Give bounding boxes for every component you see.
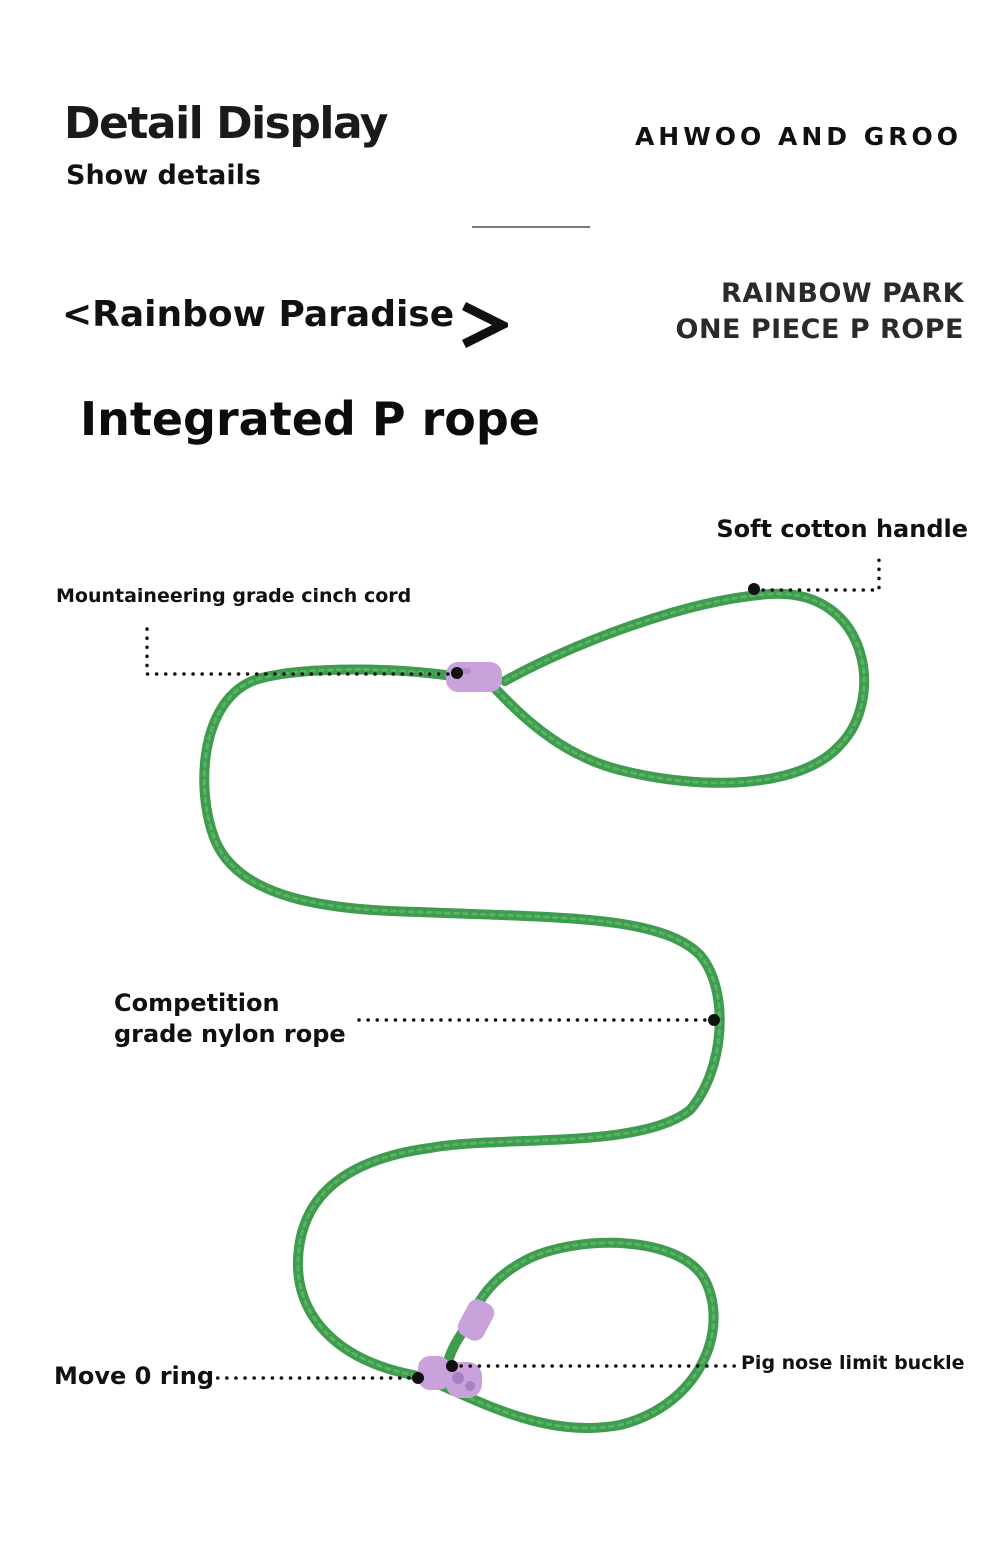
product-heading: Integrated P rope (80, 392, 540, 446)
callout-label-handle: Soft cotton handle (716, 515, 968, 543)
callout-line-handle (752, 558, 881, 592)
callout-lines (145, 558, 881, 1380)
series-name: <Rainbow Paradise (62, 294, 455, 335)
callout-dot-cinch (451, 667, 463, 679)
limit-buckle (457, 1299, 495, 1341)
callout-label-ring: Move 0 ring (54, 1362, 215, 1390)
callout-line-cinch (145, 624, 459, 676)
product-name: RAINBOW PARK ONE PIECE P ROPE (676, 276, 965, 348)
divider (472, 226, 590, 228)
product-name-line1: RAINBOW PARK (721, 278, 964, 309)
product-name-line2: ONE PIECE P ROPE (675, 314, 964, 345)
callout-label-buckle: Pig nose limit buckle (741, 1352, 965, 1374)
callout-label-cinch: Mountaineering grade cinch cord (56, 585, 412, 607)
callout-label-nylon-line2: grade nylon rope (114, 1020, 346, 1048)
callout-dot-handle (748, 583, 760, 595)
rope-highlight (202, 592, 866, 1430)
callout-dot-nylon (708, 1014, 720, 1026)
callout-label-nylon: Competition grade nylon rope (114, 988, 346, 1050)
callout-dots (412, 583, 760, 1384)
brand-name: AHWOO AND GROO (634, 122, 962, 151)
page-title: Detail Display (64, 98, 388, 149)
callout-dot-buckle (446, 1360, 458, 1372)
page-subtitle: Show details (66, 160, 261, 191)
chevron-right-icon (461, 301, 508, 349)
callout-dot-ring (412, 1372, 424, 1384)
callout-label-nylon-line1: Competition (114, 989, 280, 1017)
